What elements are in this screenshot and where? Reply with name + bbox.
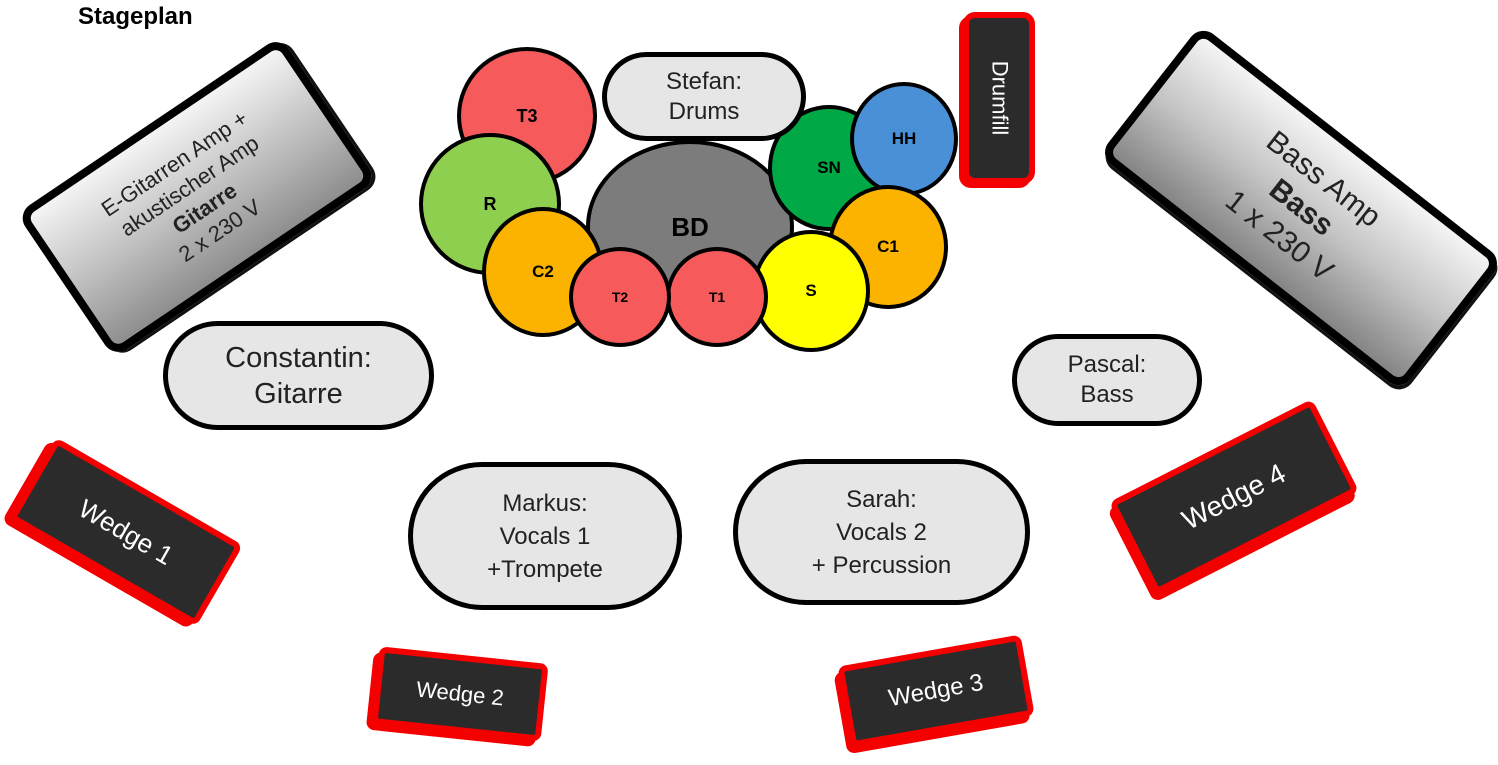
person-stefan-name: Stefan: bbox=[665, 67, 743, 95]
person-sarah-role: Vocals 2 bbox=[836, 518, 927, 546]
drum-sn-label: SN bbox=[817, 158, 841, 177]
drumfill-label: Drumfill bbox=[987, 60, 1012, 136]
drum-hh-label: HH bbox=[891, 129, 917, 148]
drum-r-label: R bbox=[483, 193, 497, 214]
drumfill-monitor: Drumfill bbox=[963, 12, 1035, 184]
person-stefan-role: Drums bbox=[668, 97, 740, 125]
person-stefan: Stefan: Drums bbox=[602, 52, 806, 141]
person-pascal-name: Pascal: bbox=[1067, 351, 1147, 378]
drum-c2-label: C2 bbox=[532, 262, 554, 281]
wedge-3: Wedge 3 bbox=[837, 634, 1035, 748]
person-markus-role: Vocals 1 bbox=[499, 522, 591, 550]
drum-t3-label: T3 bbox=[516, 105, 538, 126]
wedge-3-label: Wedge 3 bbox=[886, 668, 986, 713]
page-title: Stageplan bbox=[78, 3, 193, 30]
drum-c1-label: C1 bbox=[877, 237, 899, 256]
wedge-2: Wedge 2 bbox=[371, 646, 549, 742]
wedge-4: Wedge 4 bbox=[1108, 398, 1360, 596]
drum-t1: T1 bbox=[666, 247, 768, 347]
drum-t2: T2 bbox=[569, 247, 671, 347]
person-markus-extra: +Trompete bbox=[487, 555, 603, 583]
person-constantin-name: Constantin: bbox=[225, 341, 372, 374]
guitar-amp: E-Gitarren Amp + akustischer Amp Gitarre… bbox=[16, 35, 378, 359]
drum-t1-label: T1 bbox=[708, 289, 726, 305]
person-constantin-role: Gitarre bbox=[254, 377, 343, 410]
wedge-1: Wedge 1 bbox=[8, 437, 244, 627]
drum-bd-label: BD bbox=[671, 211, 709, 242]
person-sarah: Sarah: Vocals 2 + Percussion bbox=[733, 459, 1030, 605]
person-pascal-role: Bass bbox=[1080, 381, 1134, 408]
drum-s: S bbox=[752, 230, 870, 352]
person-sarah-extra: + Percussion bbox=[811, 551, 952, 579]
drum-s-label: S bbox=[805, 281, 817, 300]
person-constantin: Constantin: Gitarre bbox=[163, 321, 434, 430]
person-pascal: Pascal: Bass bbox=[1012, 334, 1202, 426]
drum-hh: HH bbox=[850, 82, 958, 196]
wedge-4-label: Wedge 4 bbox=[1177, 457, 1291, 536]
wedge-1-label: Wedge 1 bbox=[73, 492, 179, 571]
drum-t2-label: T2 bbox=[611, 289, 629, 305]
wedge-2-label: Wedge 2 bbox=[415, 676, 505, 711]
person-sarah-name: Sarah: bbox=[846, 485, 917, 513]
person-markus: Markus: Vocals 1 +Trompete bbox=[408, 462, 682, 610]
person-markus-name: Markus: bbox=[502, 489, 588, 517]
